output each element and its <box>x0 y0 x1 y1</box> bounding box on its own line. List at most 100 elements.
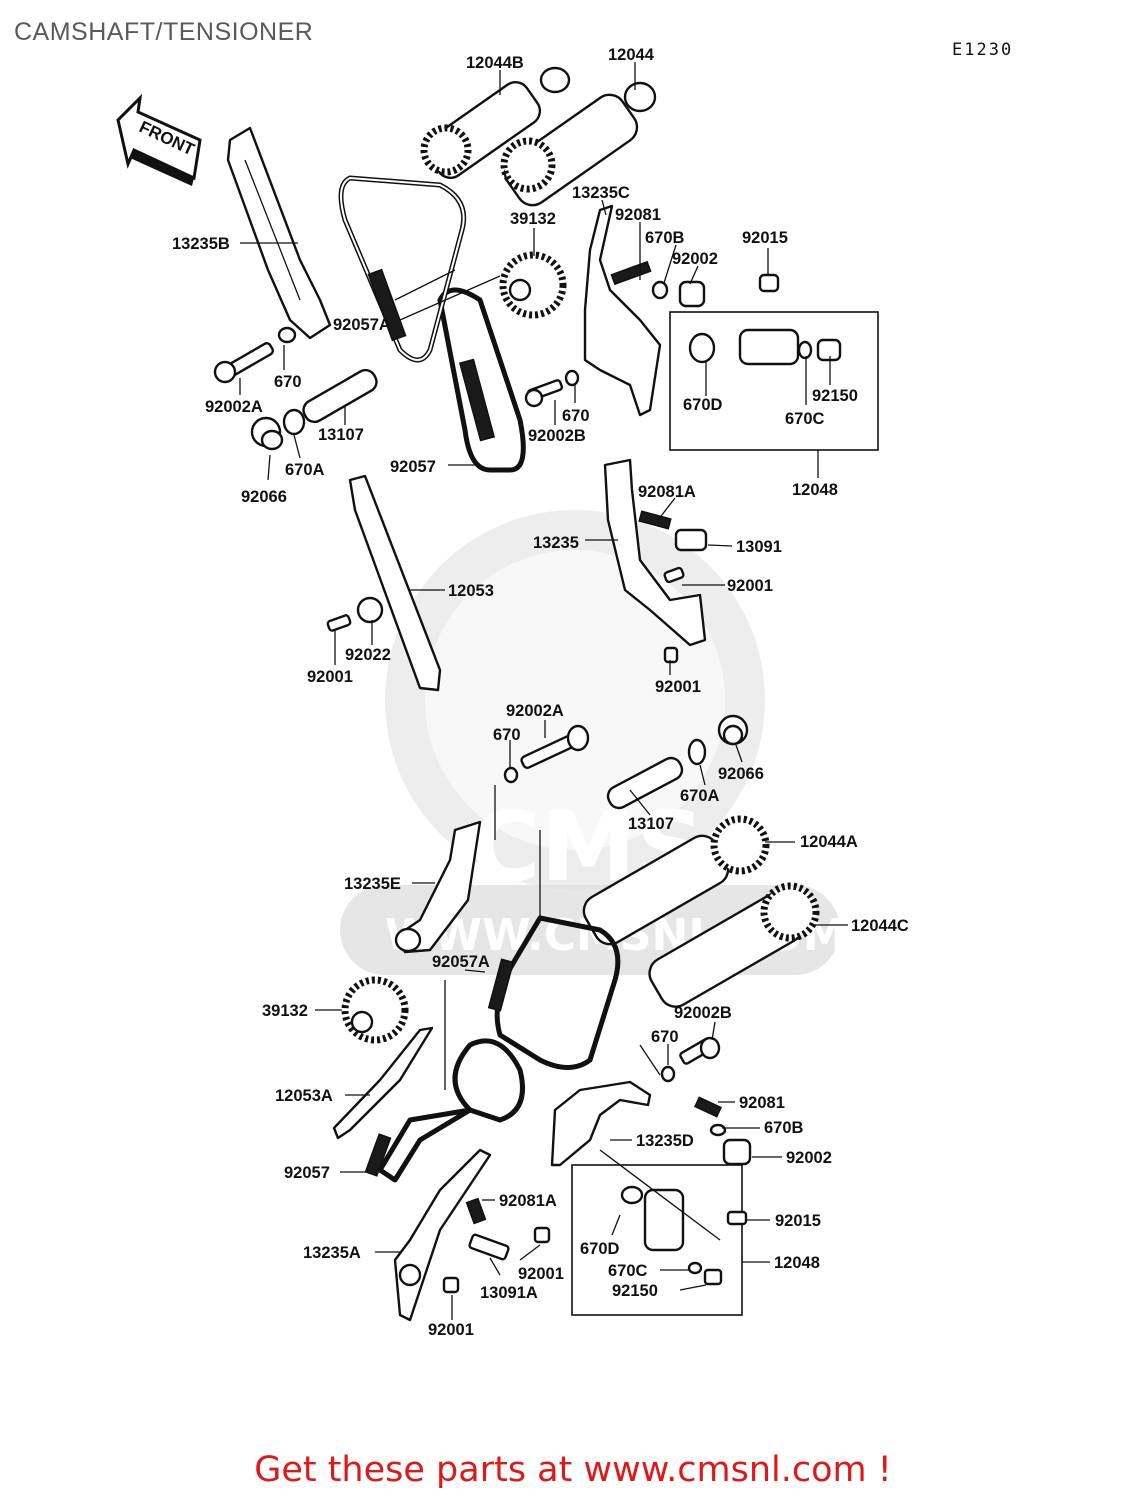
plug-92066 <box>250 416 284 451</box>
diagram-code: E1230 <box>952 40 1014 60</box>
label-92081-lower: 92081 <box>739 1094 785 1112</box>
label-92002A-lower: 92002A <box>506 702 564 720</box>
label-92002: 92002 <box>672 250 718 268</box>
cam-chain-upper <box>338 175 526 473</box>
tensioner-arm-13235 <box>603 458 708 647</box>
tensioner-assembly-box <box>669 311 879 451</box>
label-92002A: 92002A <box>205 398 263 416</box>
tensioner-body-12048 <box>688 328 842 366</box>
label-92057A: 92057A <box>333 316 391 334</box>
label-13091: 13091 <box>736 538 782 556</box>
bolt-92002A <box>213 342 274 384</box>
label-92015: 92015 <box>742 229 788 247</box>
plate-13091A <box>468 1233 510 1261</box>
label-92002B: 92002B <box>528 427 586 445</box>
label-92081A-lower: 92081A <box>499 1192 557 1210</box>
o-ring-670-d <box>660 1065 676 1083</box>
bolt-92002B <box>524 379 564 408</box>
bolt-92002A-lower <box>520 724 590 770</box>
chain-guide-13235E <box>394 820 482 954</box>
label-92081A: 92081A <box>638 483 696 501</box>
bolt-92001-guide <box>326 614 352 632</box>
bolt-92001-c <box>533 1226 551 1244</box>
camshaft-12044 <box>500 81 657 207</box>
chain-guide-12053 <box>348 474 442 692</box>
page-title: CAMSHAFT/TENSIONER <box>14 18 314 46</box>
cam-chain-lower <box>364 915 621 1183</box>
o-ring-670B <box>651 280 669 300</box>
label-670D: 670D <box>683 396 723 414</box>
label-13235C: 13235C <box>572 184 630 202</box>
front-arrow-icon: FRONT <box>116 93 202 186</box>
bolt-92001-lower <box>663 646 679 664</box>
spring-92081A-lower <box>465 1197 487 1225</box>
exploded-parts-diagram: CMS WWW.CMSNL.COM FRONT <box>116 46 909 1339</box>
label-12044A: 12044A <box>800 833 858 851</box>
washer-92022 <box>356 596 384 624</box>
plug-92002 <box>678 280 706 308</box>
label-12048-lower: 12048 <box>774 1254 820 1272</box>
label-92002B-lower: 92002B <box>674 1004 732 1022</box>
label-92001-d: 92001 <box>518 1265 564 1283</box>
label-13235A: 13235A <box>303 1244 361 1262</box>
camshaft-12044C <box>648 882 820 1008</box>
idler-gear-39132-lower <box>341 976 409 1044</box>
label-92066: 92066 <box>241 488 287 506</box>
label-92057-lower: 92057 <box>284 1164 330 1182</box>
bolt-92002B-lower <box>679 1036 721 1065</box>
label-13091A: 13091A <box>480 1284 538 1302</box>
o-ring-670-b <box>564 369 580 387</box>
camshaft-12044B <box>420 66 571 179</box>
plug-92002-lower <box>722 1138 752 1166</box>
label-670A: 670A <box>285 461 325 479</box>
label-670D-lower: 670D <box>580 1240 620 1258</box>
o-ring-670A-lower <box>687 738 707 766</box>
tensioner-arm-13235A <box>393 1148 492 1322</box>
label-13235D: 13235D <box>636 1132 694 1150</box>
bolt-92001-upper <box>663 566 685 584</box>
label-670: 670 <box>274 373 302 391</box>
label-92001-c: 92001 <box>655 678 701 696</box>
chain-guide-12053A <box>332 1026 434 1140</box>
plug-92066-lower <box>717 714 749 746</box>
promo-link[interactable]: Get these parts at www.cmsnl.com ! <box>254 1450 892 1490</box>
label-670C: 670C <box>785 410 825 428</box>
label-92001-b: 92001 <box>307 668 353 686</box>
bolt-92015-lower <box>726 1210 748 1226</box>
label-12053A: 12053A <box>275 1087 333 1105</box>
label-92022: 92022 <box>345 646 391 664</box>
idler-gear-hub-lower <box>350 1010 374 1034</box>
spring-92081-lower <box>694 1096 722 1118</box>
label-13107: 13107 <box>318 426 364 444</box>
bolt-92015 <box>758 273 780 293</box>
part-number-labels: 12044B 12044 13235C 92081 39132 670B 920… <box>172 46 909 1339</box>
label-92150: 92150 <box>812 387 858 405</box>
tensioner-arm-13235D <box>550 1080 652 1167</box>
label-670-c: 670 <box>493 726 521 744</box>
bolt-92001-d <box>442 1276 460 1294</box>
label-92081: 92081 <box>615 206 661 224</box>
tensioner-assembly-box-lower <box>571 1164 743 1316</box>
label-670A-lower: 670A <box>680 787 720 805</box>
leader-lines <box>239 62 848 1320</box>
label-13107-lower: 13107 <box>628 815 674 833</box>
label-92001-e: 92001 <box>428 1321 474 1339</box>
label-12053: 12053 <box>448 582 494 600</box>
label-670B: 670B <box>645 229 685 247</box>
label-670-b: 670 <box>562 407 590 425</box>
label-12044: 12044 <box>608 46 655 64</box>
label-92015-lower: 92015 <box>775 1212 821 1230</box>
label-92057: 92057 <box>390 458 436 476</box>
idler-gear-hub <box>508 278 532 302</box>
label-670C-lower: 670C <box>608 1262 648 1280</box>
label-92066-lower: 92066 <box>718 765 764 783</box>
shaft-13107-lower <box>606 756 684 810</box>
camshaft-12044A <box>582 815 770 946</box>
shaft-13107 <box>302 368 378 424</box>
label-92001: 92001 <box>727 577 773 595</box>
label-13235E: 13235E <box>344 875 401 893</box>
label-670-d: 670 <box>651 1028 679 1046</box>
label-12044C: 12044C <box>851 917 909 935</box>
label-12044B: 12044B <box>466 54 524 72</box>
